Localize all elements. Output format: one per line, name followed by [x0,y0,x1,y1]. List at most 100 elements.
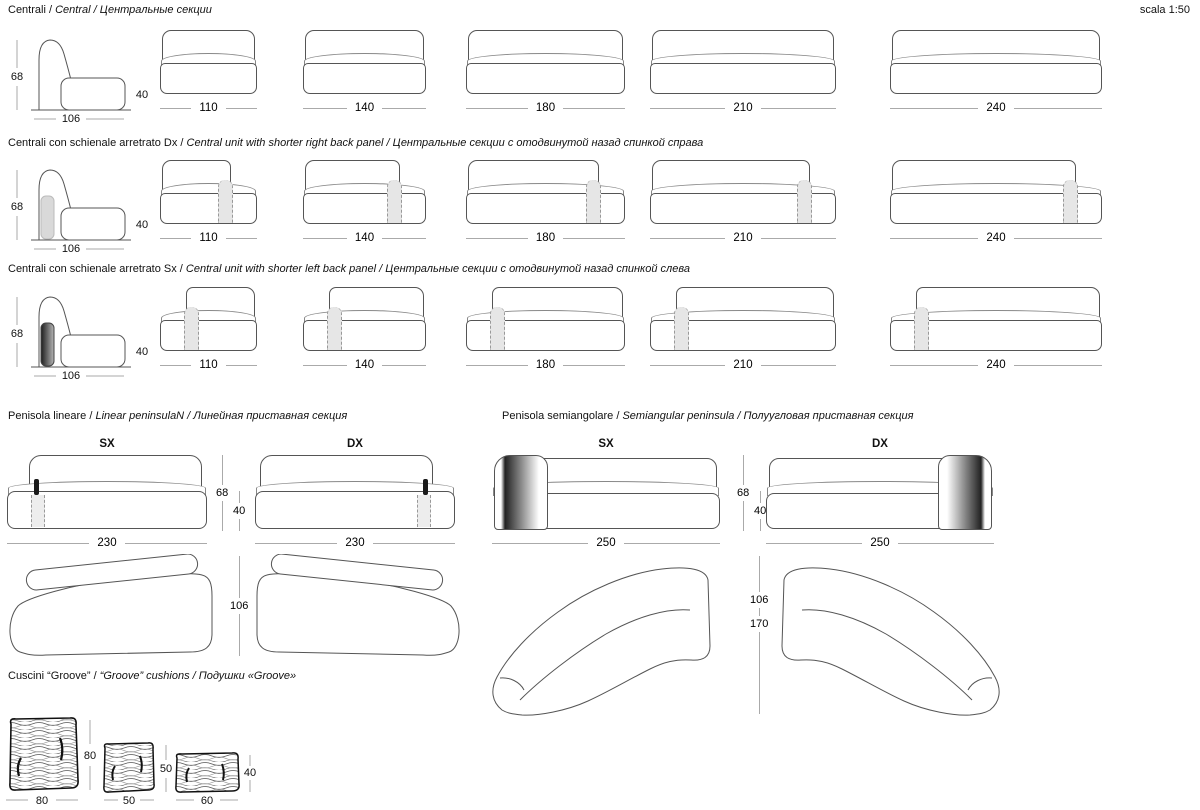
svg-text:68: 68 [11,71,23,83]
width-dimension: 110 [160,232,257,244]
peninsula-front-view [766,455,994,530]
height-dimension-68: 68 [737,455,749,531]
side-view-unit: 68 40 106 [4,285,156,386]
width-dimension: 230 [7,537,207,549]
sofa-front-view [890,30,1102,94]
linear-peninsula-sx: 230 [7,455,207,549]
central-module: 180 [466,30,625,114]
width-dimension: 180 [466,359,625,371]
cushion-crease [58,737,64,761]
central-dx-module: 240 [890,160,1102,244]
central-dx-module: 140 [303,160,426,244]
side-view-unit: 68 40 106 [4,28,156,129]
seat [303,193,426,224]
linear-peninsula-dx-plan [256,554,460,656]
connector-strip [417,495,431,527]
semiangular-peninsula-dx: 250 [766,455,994,549]
seat [890,63,1102,94]
sofa-front-view [650,30,836,94]
svg-text:40: 40 [136,89,148,101]
width-dimension: 210 [650,102,836,114]
svg-text:68: 68 [11,201,23,213]
central-dx-module: 180 [466,160,625,244]
groove-cushion-50x50: 50 50 [103,742,172,807]
cushion-crease [185,767,190,783]
seat-cushion-curve [767,481,993,496]
width-dimension: 140 [303,359,426,371]
seat [160,63,257,94]
seat [650,63,836,94]
semiangular-sx-plan [492,567,711,716]
sofa-front-view [890,160,1102,224]
side-view-unit: 68 40 106 [4,158,156,259]
sofa-side-view: 68 40 106 [11,169,148,255]
arm-shaded [494,455,548,530]
sofa-front-view [890,287,1102,351]
cushion-crease [139,755,143,773]
seat [160,320,257,351]
retracted-panel-strip [586,180,601,223]
svg-text:106: 106 [62,370,80,381]
width-dimension: 250 [492,537,720,549]
linear-peninsula-sx-plan [9,554,213,656]
connector-strip [31,495,45,527]
seat [466,193,625,224]
seat [466,63,625,94]
seat [303,63,426,94]
sofa-front-view [303,30,426,94]
central-sx-module: 210 [650,287,836,371]
connector-pin [423,479,428,495]
width-dimension: 180 [466,102,625,114]
width-dimension: 240 [890,102,1102,114]
width-dimension: 140 [303,232,426,244]
sofa-front-view [466,30,625,94]
width-dimension: 180 [466,232,625,244]
linear-peninsula-dx: 230 [255,455,455,549]
section-heading-semiangular-peninsula: Penisola semiangolare / Semiangular peni… [502,410,914,422]
retracted-panel-strip [387,180,402,223]
width-dimension: 240 [890,232,1102,244]
section-heading-central: Centrali / Central / Центральные секции [8,4,212,16]
cushion-crease [16,757,22,777]
section-heading-central-dx: Centrali con schienale arretrato Dx / Ce… [8,137,704,149]
seat-height-dimension-40: 40 [754,491,766,531]
semiangular-dx-label: DX [872,438,888,450]
sofa-side-view: 68 40 106 [11,39,148,125]
svg-text:60: 60 [201,795,213,807]
retracted-panel-strip [490,307,505,350]
svg-text:40: 40 [136,219,148,231]
width-dimension: 140 [303,102,426,114]
central-dx-module: 110 [160,160,257,244]
central-module: 210 [650,30,836,114]
width-dimension: 210 [650,232,836,244]
seat-cushion-curve [493,481,719,496]
central-module: 240 [890,30,1102,114]
linear-sx-label: SX [99,438,115,450]
section-heading-linear-peninsula: Penisola lineare / Linear peninsulaN / Л… [8,410,348,422]
scale-label: scala 1:50 [1139,4,1190,16]
retracted-panel-strip [914,307,929,350]
sofa-front-view [303,160,426,224]
retracted-panel-strip [797,180,812,223]
depth-dimension-106: 106 [230,556,248,656]
cushion-crease [111,765,116,781]
central-module: 110 [160,30,257,114]
retracted-panel-strip [674,307,689,350]
svg-text:80: 80 [36,795,48,807]
peninsula-front-view [492,455,720,530]
width-dimension: 110 [160,359,257,371]
sofa-side-view: 68 40 106 [11,296,148,382]
width-dimension: 240 [890,359,1102,371]
svg-text:40: 40 [136,346,148,358]
sofa-front-view [466,160,625,224]
sofa-front-view [160,30,257,94]
central-sx-module: 110 [160,287,257,371]
svg-text:40: 40 [244,767,256,779]
connector-pin [34,479,39,495]
retracted-panel-strip [327,307,342,350]
svg-text:50: 50 [160,763,172,775]
linear-dx-label: DX [347,438,363,450]
depth-dimensions: 106 170 [750,556,768,714]
central-sx-module: 140 [303,287,426,371]
